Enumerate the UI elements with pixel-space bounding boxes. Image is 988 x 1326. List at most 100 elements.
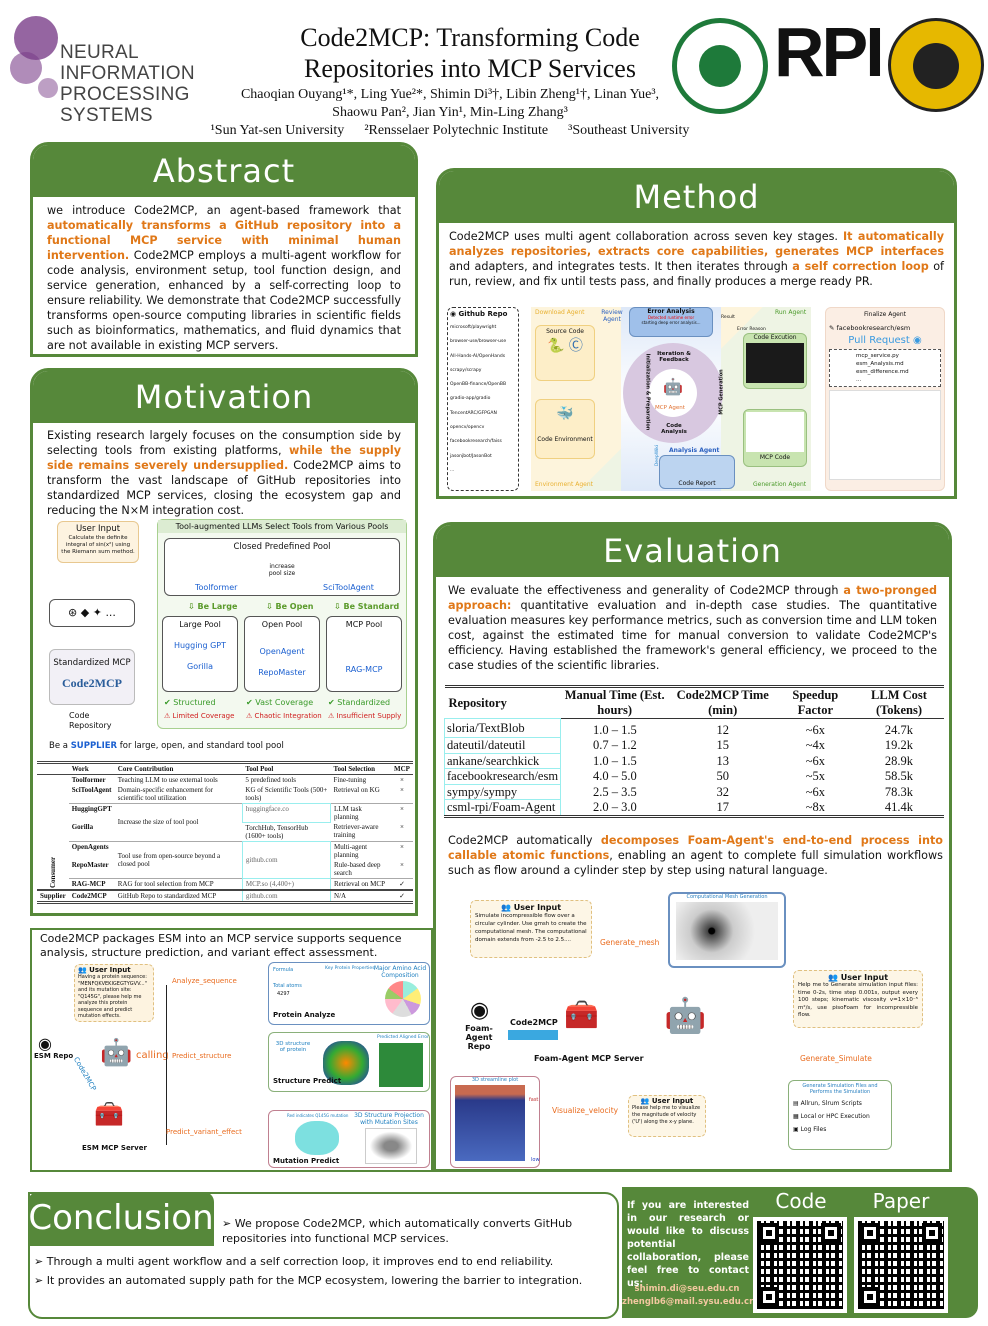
table-cell: Toolformer: [71, 776, 106, 784]
con: Limited Coverage: [172, 712, 235, 720]
file: mcp_service.py: [856, 353, 899, 359]
repo-item: gradio-app/gradio: [450, 396, 491, 402]
table-cell: Domain-specific enhancement for scientif…: [117, 786, 214, 802]
code-repository-label: Code Repository: [69, 711, 112, 730]
proj: 3D Structure Projection with Mutation Si…: [354, 1112, 424, 1126]
label: Code Environment: [537, 436, 593, 443]
closed-pool: Closed Predefined Pool Toolformer increa…: [164, 538, 400, 596]
table-cell: 5 predefined tools: [245, 776, 296, 784]
table-cell: 19.2k: [884, 738, 914, 753]
scitoolagent: SciToolAgent: [323, 583, 374, 592]
motivation-text: Existing research largely focuses on the…: [33, 423, 415, 524]
amino-pie: [385, 981, 421, 1017]
label: MCP Pool: [345, 620, 383, 629]
repo-link[interactable]: ankane/searchkick: [443, 752, 562, 770]
table-cell: 4.0 – 5.0: [593, 769, 637, 784]
table-row: HuggingGPT Increase the size of tool pool…: [37, 803, 413, 826]
pae: Predicted Aligned Error: [377, 1035, 429, 1040]
label: User Input: [89, 966, 131, 974]
table-cell: Teaching LLM to use external tools: [117, 776, 218, 784]
call-predict-variant-effect: Predict_variant_effect: [166, 1128, 242, 1136]
table-cell: github.com: [241, 840, 332, 879]
table-cell: 50: [716, 769, 729, 784]
label: Open Pool: [261, 620, 303, 629]
call-generate-simulate: Generate_Simulate: [800, 1054, 872, 1063]
pae-heatmap: [379, 1043, 423, 1087]
analysis-label: Code Analysis: [661, 423, 687, 435]
table-cell: OpenAgents: [71, 842, 109, 851]
label: Source Code: [546, 328, 584, 335]
amino: Major Amino Acid Composition: [373, 965, 427, 979]
table-cell: HuggingGPT: [71, 805, 112, 813]
table-cell: Gorilla: [71, 823, 94, 831]
paper-qr-code[interactable]: [854, 1217, 948, 1313]
repo-link[interactable]: dateutil/dateutil: [443, 737, 562, 754]
paper-label: Paper: [872, 1189, 930, 1213]
table-cell: Rule-based deep search: [334, 860, 381, 877]
file: esm_Analysis.md: [856, 361, 904, 367]
scatter-plot-image: [365, 1128, 417, 1164]
email-link[interactable]: zhenglb6@mail.sysu.edu.cn: [622, 1297, 756, 1307]
analysis-agent: Analysis Agent: [669, 447, 720, 454]
neurips-brain-icon: [10, 16, 58, 98]
repo-item: opencv/opencv: [450, 425, 485, 431]
init-label: Initialization & Preparation: [644, 353, 651, 431]
th: Core Contribution: [117, 765, 174, 773]
item: Allrun, Slrum Scripts: [800, 1100, 862, 1107]
table-cell: Increase the size of tool pool: [117, 818, 199, 827]
repo-link[interactable]: sloria/TextBlob: [443, 717, 562, 739]
struct3d: 3D structure of protein: [275, 1041, 311, 1053]
table-cell: 28.9k: [884, 753, 914, 768]
github-icon: ◉: [38, 1034, 52, 1053]
table-cell: Retrieval on MCP: [334, 879, 385, 888]
total-atoms: Total atoms: [273, 983, 302, 989]
table-cell: KG of Scientific Tools (500+ tools): [245, 786, 328, 802]
th: Tool Selection: [333, 765, 376, 773]
poster-title: Code2MCP: Transforming Code Repositories…: [280, 22, 660, 84]
table-cell: Retrieval on KG: [333, 786, 380, 794]
esm-repo: ESM Repo: [34, 1052, 74, 1060]
deep: starting deep error analysis...: [641, 320, 701, 325]
repo-link[interactable]: sympy/sympy: [443, 783, 562, 801]
affiliations: ¹Sun Yat-sen University ²Rensselaer Poly…: [180, 122, 720, 140]
table-cell: RAG for tool selection from MCP: [117, 879, 214, 888]
label: Github Repo: [458, 310, 508, 318]
repo-link[interactable]: facebookresearch/esm: [443, 768, 562, 785]
text: Through a multi agent workflow and a sel…: [46, 1255, 554, 1268]
pool-title: Tool-augmented LLMs Select Tools from Va…: [158, 520, 406, 533]
contact-text: If you are interested in our research or…: [627, 1200, 749, 1289]
file: ...: [856, 377, 862, 383]
table-cell: 15: [716, 738, 729, 753]
sysu-logo: [672, 18, 768, 114]
label: User Input: [75, 524, 121, 534]
supplier-word: SUPPLIER: [70, 741, 118, 751]
group-label: Consumer: [48, 856, 57, 888]
text: It provides an automated supply path for…: [46, 1274, 583, 1287]
code-qr-code[interactable]: [753, 1217, 847, 1313]
table-row: Consumer Toolformer Teaching LLM to use ex…: [37, 775, 413, 888]
result-label: Result: [721, 315, 735, 320]
environment-agent: Environment Agent: [535, 481, 593, 488]
text: , enabling an agent to complete full sim…: [448, 849, 943, 877]
table-cell: 24.7k: [884, 723, 914, 737]
table-cell: github.com: [241, 889, 332, 903]
query: Having a protein sequence: "MENFQKVEKIGE…: [78, 974, 147, 1019]
text: Code2MCP employs a multi-agent workflow …: [47, 249, 401, 352]
email-link[interactable]: shimin.di@seu.edu.cn: [634, 1284, 740, 1294]
formula: Formula: [273, 967, 294, 973]
repo-link[interactable]: csml-rpi/Foam-Agent: [443, 799, 562, 818]
run-agent: Run Agent: [775, 309, 807, 316]
finalize-box: Finalize Agent ✎ facebookresearch/esm Pu…: [825, 307, 945, 491]
table-cell: ×: [400, 842, 404, 851]
rpi-logo: RPI: [774, 13, 885, 91]
repo-item: jasonjbot/JasonBot: [450, 453, 492, 459]
